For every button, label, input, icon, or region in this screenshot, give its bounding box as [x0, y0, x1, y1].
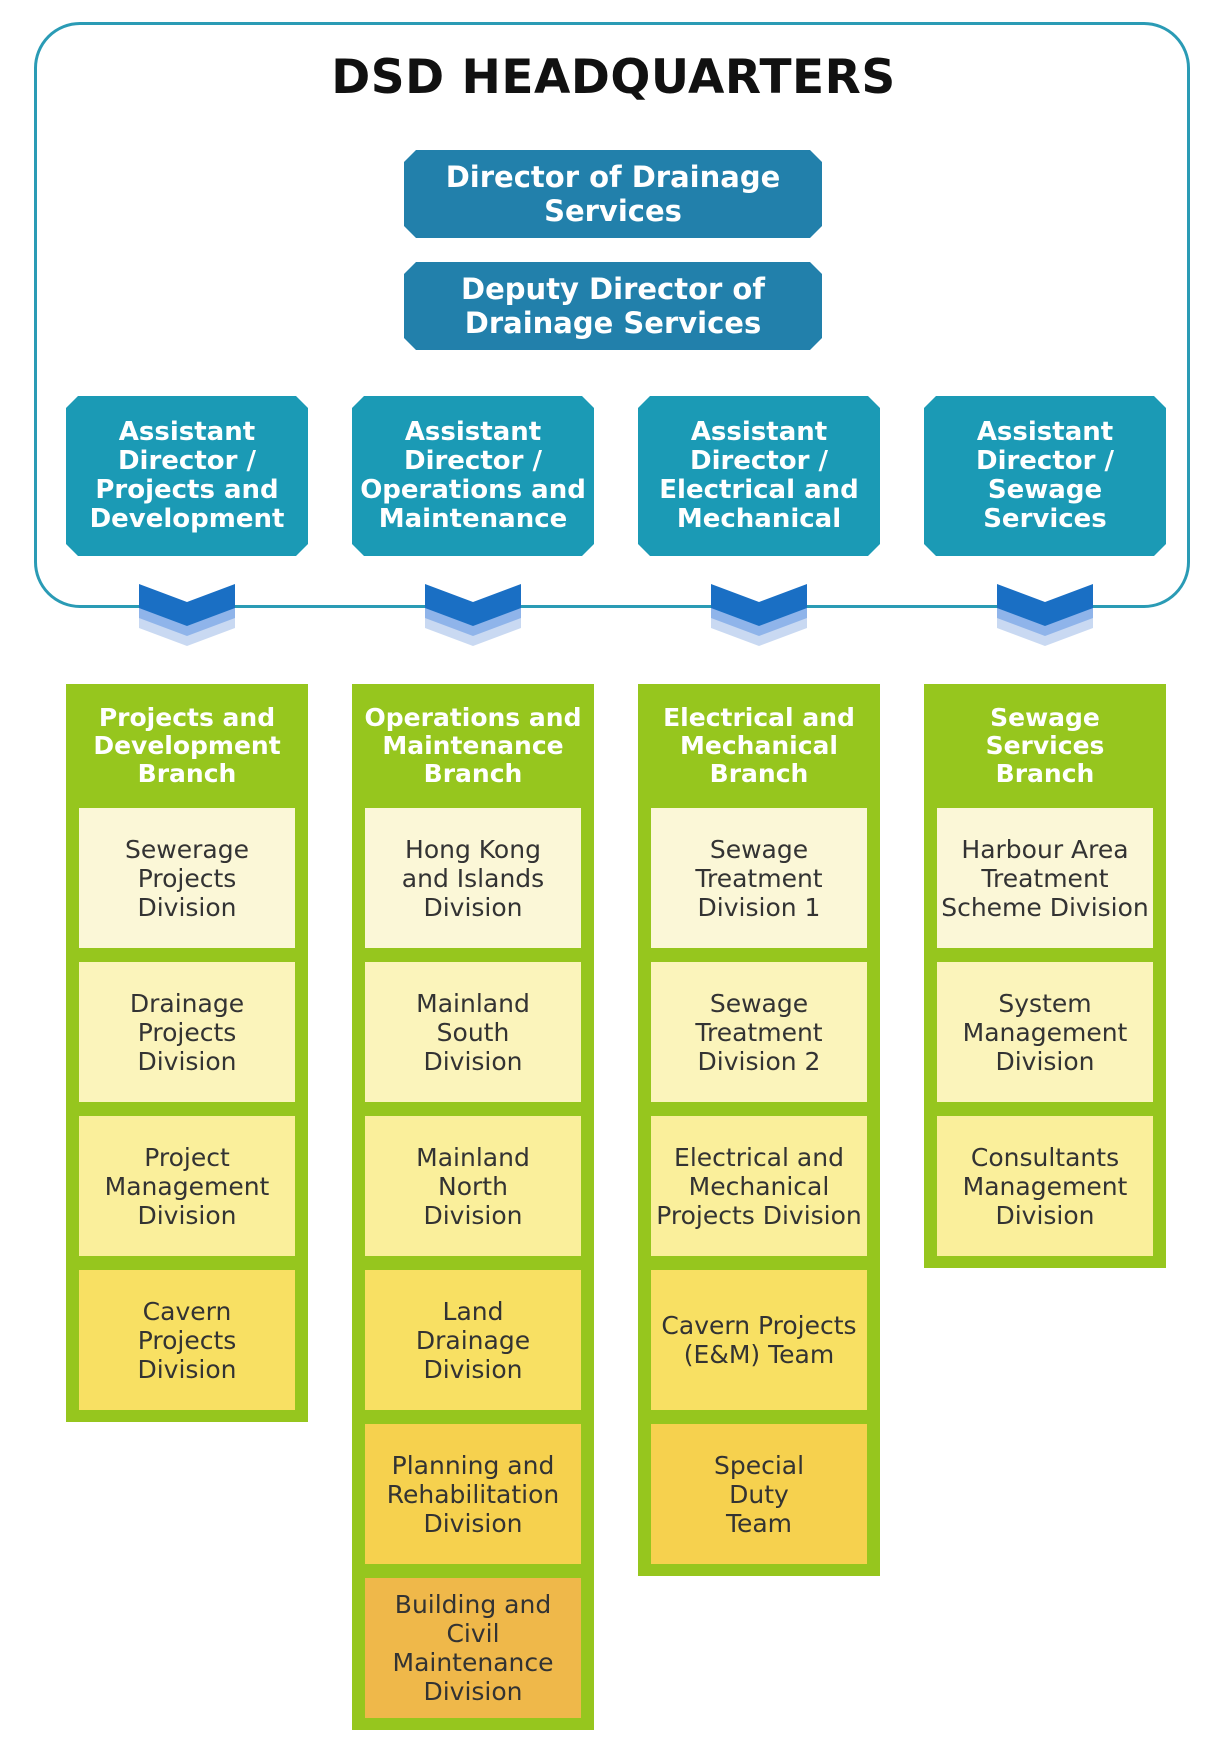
chevron-down-icon: [711, 584, 807, 646]
division-box: Mainland South Division: [365, 962, 581, 1102]
division-box: Project Management Division: [79, 1116, 295, 1256]
division-box: Mainland North Division: [365, 1116, 581, 1256]
chevron-down-icon: [997, 584, 1093, 646]
division-box: Cavern Projects Division: [79, 1270, 295, 1410]
director-box: Director of Drainage Services: [404, 150, 822, 238]
division-box: Land Drainage Division: [365, 1270, 581, 1410]
division-box: Consultants Management Division: [937, 1116, 1153, 1256]
division-box: Sewerage Projects Division: [79, 808, 295, 948]
branch-operations-maintenance: Operations and Maintenance Branch Hong K…: [352, 684, 594, 1730]
division-box: Sewage Treatment Division 1: [651, 808, 867, 948]
chevron-down-icon: [425, 584, 521, 646]
headquarters-frame: [34, 22, 1190, 608]
assistant-director-electrical-mechanical: Assistant Director / Electrical and Mech…: [638, 396, 880, 556]
division-box: System Management Division: [937, 962, 1153, 1102]
assistant-director-operations-maintenance: Assistant Director / Operations and Main…: [352, 396, 594, 556]
chevron-down-icon: [139, 584, 235, 646]
division-box: Drainage Projects Division: [79, 962, 295, 1102]
deputy-director-box: Deputy Director of Drainage Services: [404, 262, 822, 350]
division-box: Hong Kong and Islands Division: [365, 808, 581, 948]
branch-sewage-services: Sewage Services Branch Harbour Area Trea…: [924, 684, 1166, 1268]
division-box: Building and Civil Maintenance Division: [365, 1578, 581, 1718]
branch-electrical-mechanical: Electrical and Mechanical Branch Sewage …: [638, 684, 880, 1576]
division-box: Planning and Rehabilitation Division: [365, 1424, 581, 1564]
branch-title: Electrical and Mechanical Branch: [663, 703, 855, 788]
branch-title: Sewage Services Branch: [985, 703, 1105, 788]
division-box: Harbour Area Treatment Scheme Division: [937, 808, 1153, 948]
division-box: Cavern Projects (E&M) Team: [651, 1270, 867, 1410]
division-box: Electrical and Mechanical Projects Divis…: [651, 1116, 867, 1256]
assistant-director-projects-development: Assistant Director / Projects and Develo…: [66, 396, 308, 556]
division-box: Special Duty Team: [651, 1424, 867, 1564]
branch-projects-development: Projects and Development Branch Sewerage…: [66, 684, 308, 1422]
branch-title: Projects and Development Branch: [93, 703, 281, 788]
page-title: DSD HEADQUARTERS: [331, 50, 896, 105]
assistant-director-sewage-services: Assistant Director / Sewage Services: [924, 396, 1166, 556]
division-box: Sewage Treatment Division 2: [651, 962, 867, 1102]
branch-title: Operations and Maintenance Branch: [364, 703, 582, 788]
